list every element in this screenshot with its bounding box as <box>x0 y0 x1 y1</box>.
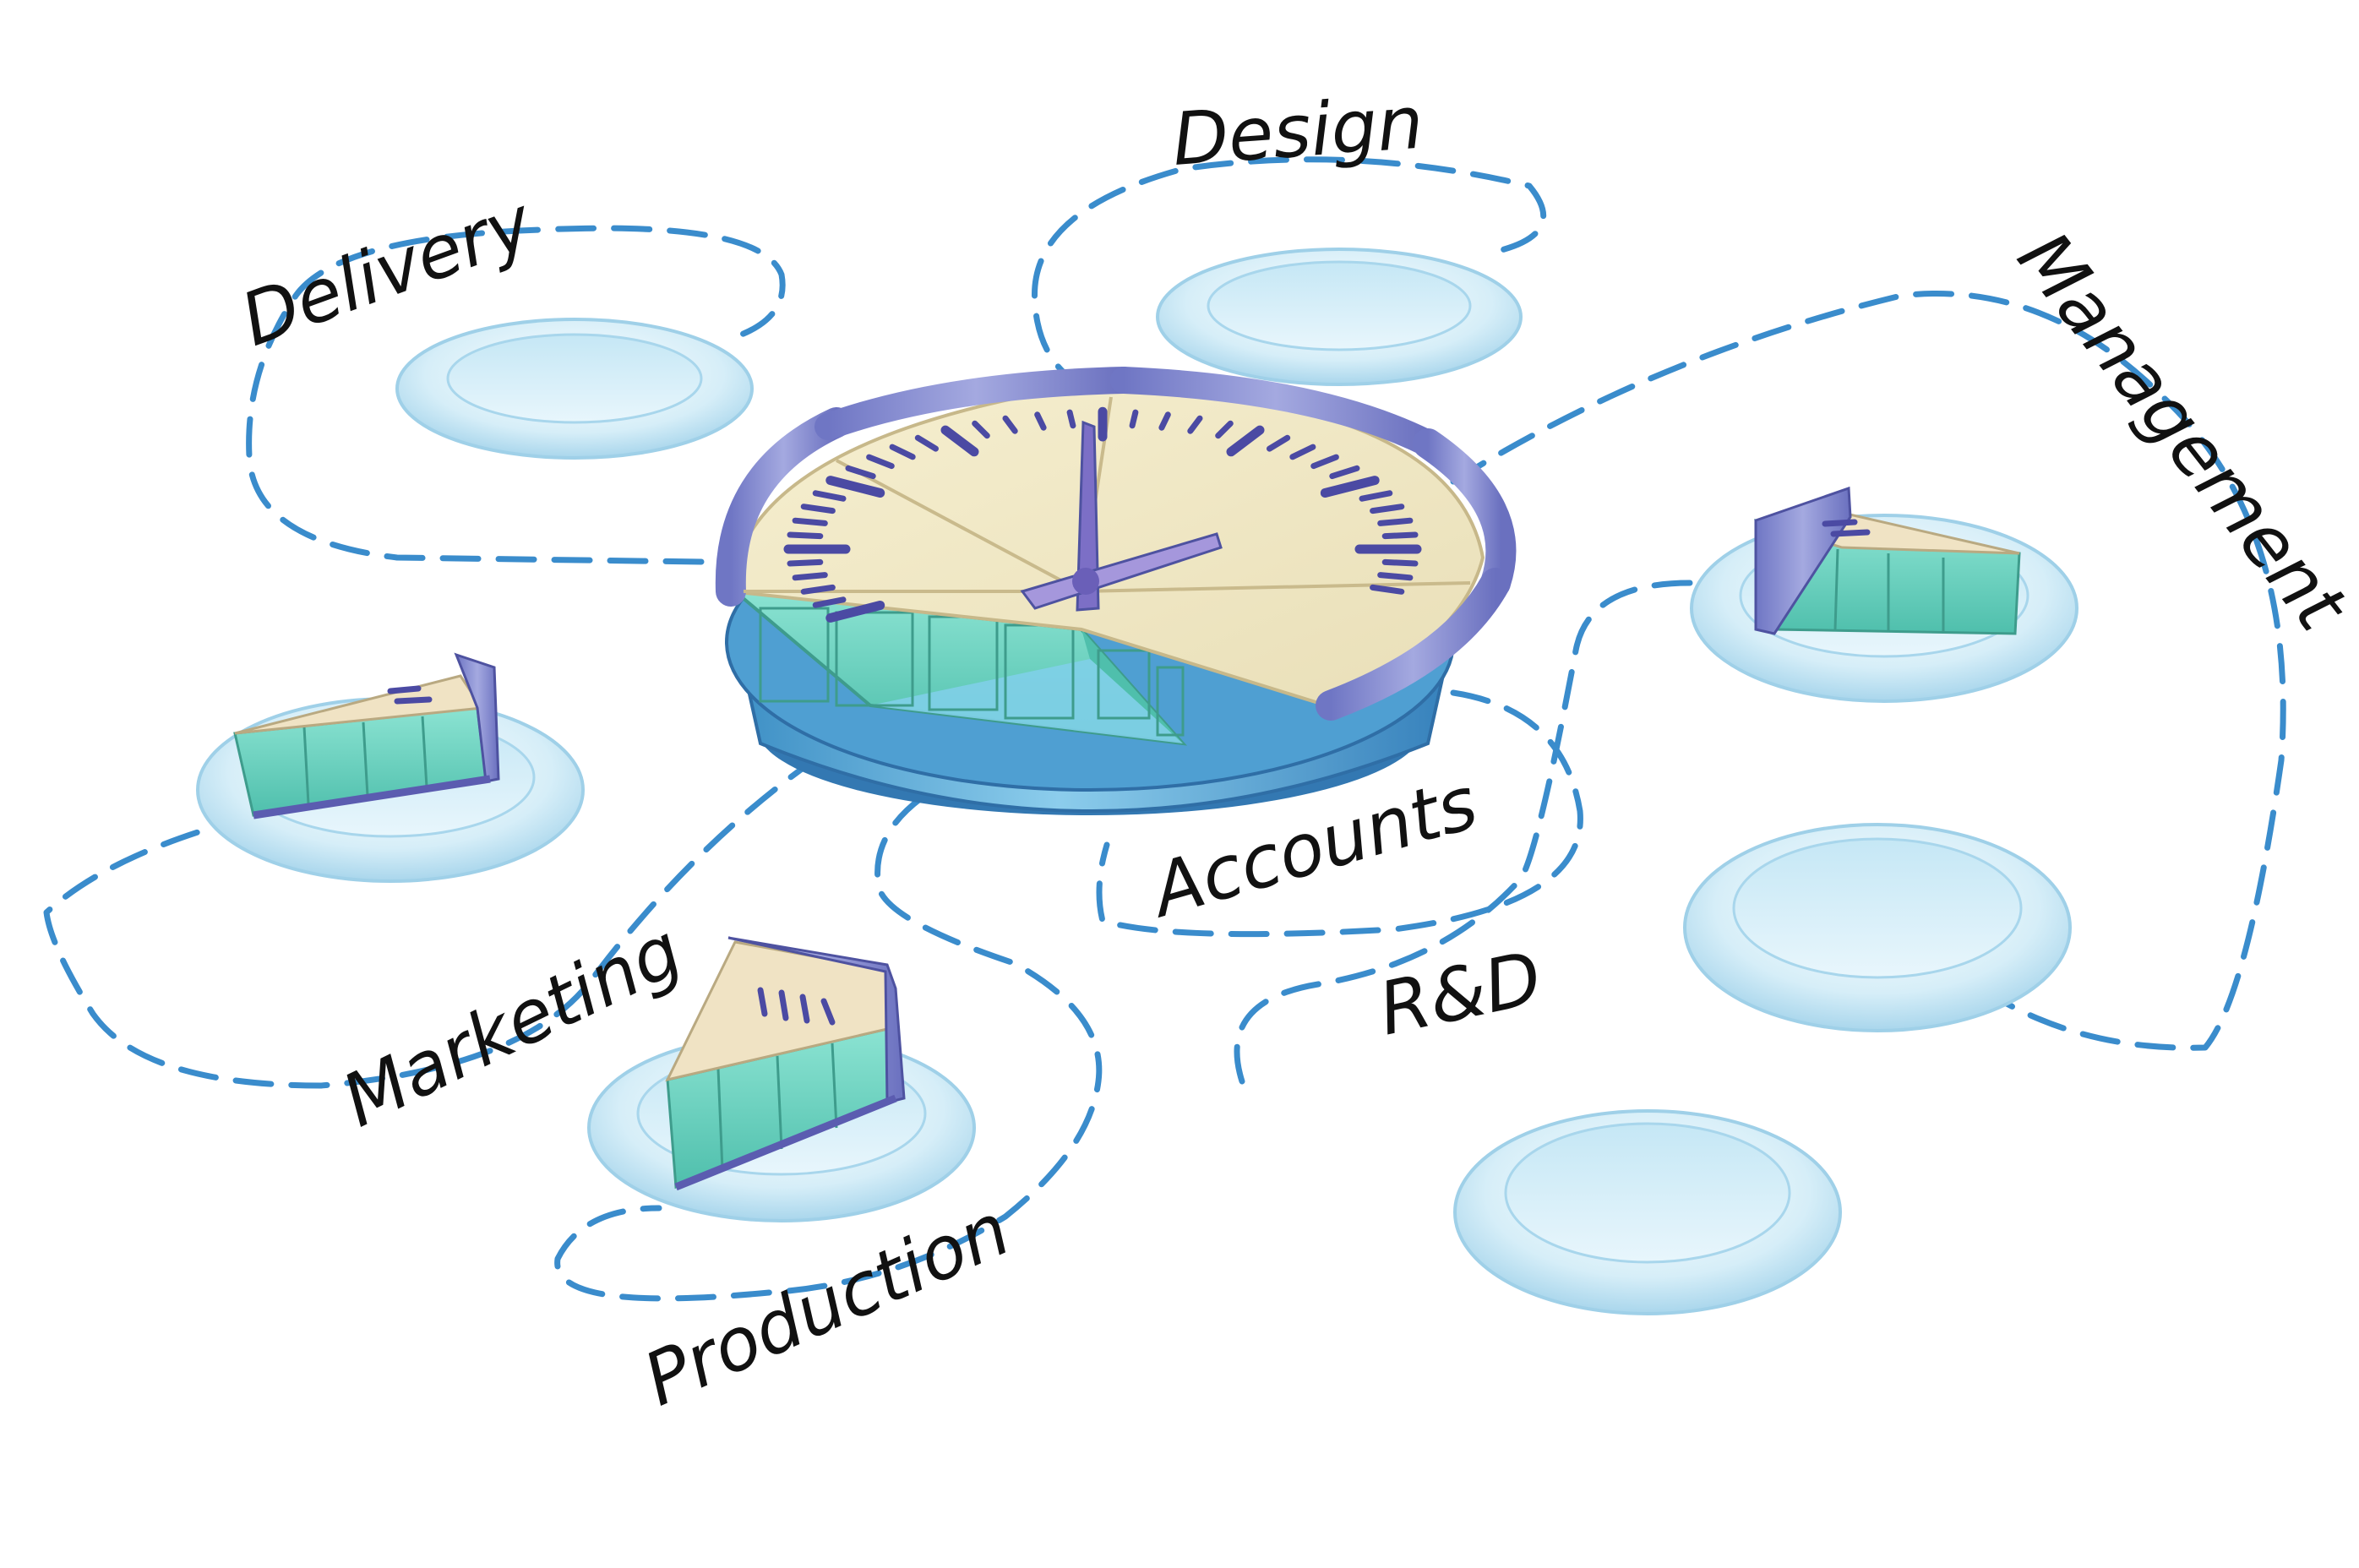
filling-cell <box>835 611 914 707</box>
marketing-connector <box>43 753 823 1089</box>
design-connector <box>1032 156 1547 392</box>
clock-tick <box>1370 504 1405 514</box>
rnd-label: R&D <box>1372 936 1550 1053</box>
design-plate <box>1156 248 1523 386</box>
clock-tick <box>812 490 847 502</box>
clock-tick <box>1187 415 1203 434</box>
clock-tick <box>792 572 828 581</box>
accounts-plate <box>1683 823 2072 1032</box>
clock-tick <box>940 425 979 457</box>
delivery-plate <box>395 318 754 460</box>
rnd-plate <box>1453 1109 1842 1315</box>
clock-tick <box>1320 476 1380 498</box>
clock-tick <box>1226 425 1265 457</box>
clock-hands <box>1020 420 1223 612</box>
clock-tick <box>1289 444 1316 460</box>
clock-tick <box>914 434 939 452</box>
clock-tick <box>1034 411 1047 431</box>
clock-tick <box>1066 409 1076 429</box>
clock-tick <box>1381 531 1419 540</box>
filling-cell <box>1097 649 1151 720</box>
clock-tick <box>1370 584 1405 595</box>
clock-tick <box>800 584 836 595</box>
accounts-connector <box>1096 689 1583 938</box>
clock-tick <box>1359 490 1393 502</box>
clock-tick <box>845 465 876 480</box>
clock-tick <box>1129 409 1139 429</box>
delivery-connector <box>246 225 786 565</box>
clock-tick <box>1267 434 1291 452</box>
clock-tick <box>800 504 836 514</box>
clock-tick <box>792 517 828 526</box>
clock-tick <box>825 476 885 498</box>
production-connector <box>554 795 1103 1302</box>
management-pie-slice-icon <box>1754 486 2021 635</box>
marketing-pie-slice-icon <box>233 652 500 819</box>
design-label: Design <box>1169 80 1425 182</box>
connector-lines <box>43 156 2286 1302</box>
clock-tick <box>812 596 847 608</box>
clock-tick <box>1158 411 1171 431</box>
management-connector <box>1450 291 2286 1051</box>
clock-tick <box>972 420 990 439</box>
clock-tick <box>1381 558 1419 567</box>
production-slice-plate <box>587 936 976 1222</box>
clock-tick <box>1329 465 1360 480</box>
clock-ticks <box>783 406 1422 623</box>
clock-tick <box>1310 454 1339 470</box>
clock-tick <box>825 601 885 623</box>
clock-tick <box>1215 420 1234 439</box>
clock-tick <box>787 531 824 540</box>
clock-tick <box>1377 517 1414 526</box>
marketing-slice-plate <box>196 652 585 883</box>
clock-tick <box>866 454 895 470</box>
filling-cell <box>759 607 830 703</box>
clock-tick <box>889 444 916 460</box>
clock-tick <box>1002 415 1018 434</box>
pie-clock-icon <box>715 367 1517 815</box>
clock-tick <box>1377 572 1414 581</box>
production-pie-slice-icon <box>665 936 906 1191</box>
management-slice-plate <box>1690 486 2078 703</box>
rnd-connector <box>1234 580 1693 1085</box>
filling-cell <box>1156 666 1185 737</box>
clock-tick <box>787 558 824 567</box>
production-label: Production <box>632 1187 1022 1423</box>
